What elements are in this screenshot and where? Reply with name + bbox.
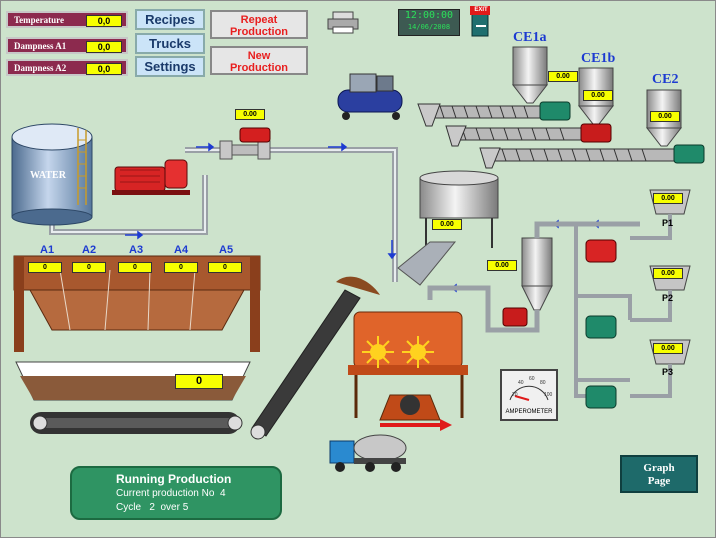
ammeter-tick: 40 [518,380,524,386]
sensor-temperature: Temperature 0,0 [6,11,128,28]
sensor-label: Dampness A2 [14,63,67,73]
cyclone-separator [427,221,640,333]
mixer-truck [329,434,407,472]
flowmeter-readout: 0.00 [235,109,265,120]
cyclone-readout: 0.00 [487,260,517,271]
graph-page-button[interactable]: Graph Page [620,455,698,493]
printer-icon[interactable] [327,11,359,34]
inclined-conveyor [250,276,380,440]
aggregate-label-a5: A5 [219,244,234,256]
p2-readout: 0.00 [653,268,683,279]
aggregate-value-a4: 0 [164,262,198,273]
cycle-line: Cycle 2 over 5 [116,502,188,513]
silo-label-p3: P3 [662,367,674,377]
ammeter-tick: 80 [540,380,546,386]
silo-label-p1: P1 [662,218,674,228]
clock-display: 12:00:00 14/06/2008 [398,9,460,36]
sensor-value: 0,0 [86,41,122,53]
new-production-button[interactable]: New Production [210,46,308,75]
graph-line2: Page [647,475,671,487]
cycle-current: 2 [149,502,155,513]
sensor-label: Dampness A1 [14,41,67,51]
current-production-line: Current production No 4 [116,488,226,499]
hopper-readout: 0.00 [432,219,462,230]
ce1a-readout: 0.00 [548,71,578,82]
ammeter-tick: 20 [512,392,518,398]
aggregate-bins [13,255,261,352]
new-production-line1: New [247,50,271,62]
aggregate-value-a2: 0 [72,262,106,273]
clock-date: 14/06/2008 [407,23,451,31]
aggregate-value-a5: 0 [208,262,242,273]
ce2-label: CE2 [652,72,679,87]
water-tank-label: WATER [30,170,66,181]
settings-button[interactable]: Settings [135,56,205,77]
sensor-value: 0,0 [86,15,122,27]
exit-icon[interactable] [470,6,490,37]
ammeter-label: AMPEROMETER [505,409,553,415]
repeat-production-line1: Repeat [240,14,278,26]
current-production-no: 4 [219,488,226,499]
repeat-production-button[interactable]: Repeat Production [210,10,308,39]
aggregate-label-a2: A2 [82,244,97,256]
aggregate-label-a3: A3 [129,244,144,256]
repeat-production-line2: Production [229,26,289,38]
flow-valve [219,127,271,160]
air-compressor [337,73,403,120]
trucks-button[interactable]: Trucks [135,33,205,54]
p3-readout: 0.00 [653,343,683,354]
concrete-mixer [348,311,468,431]
aggregate-value-a1: 0 [28,262,62,273]
screw-conveyors [417,101,705,169]
ce1b-label: CE1b [581,51,616,66]
bin-readout: 0 [175,374,223,389]
new-production-line2: Production [229,62,289,74]
ce1a-label: CE1a [513,30,547,45]
water-pump [112,159,190,195]
cycle-mid: over [160,502,180,513]
sensor-dampness-a1: Dampness A1 0,0 [6,37,128,54]
graph-line1: Graph [643,462,675,474]
production-status-panel: Running Production Current production No… [70,466,282,520]
ce1b-readout: 0.00 [583,90,613,101]
aggregate-value-a3: 0 [118,262,152,273]
aggregate-label-a4: A4 [174,244,189,256]
clock-time: 12:00:00 [404,10,454,21]
sensor-label: Temperature [14,15,64,25]
aggregate-label-a1: A1 [40,244,55,256]
sensor-value: 0,0 [86,63,122,75]
recipes-button[interactable]: Recipes [135,9,205,30]
p1-readout: 0.00 [653,193,683,204]
cycle-total: 5 [182,502,189,513]
ammeter-tick: 100 [544,392,553,398]
status-title: Running Production [116,472,232,486]
exit-label: EXIT [474,7,488,13]
weigh-belt [15,361,251,434]
ce2-readout: 0.00 [650,111,680,122]
ammeter [500,369,558,421]
silo-label-p2: P2 [662,293,674,303]
current-production-prefix: Current production No [116,488,215,499]
cycle-prefix: Cycle [116,502,142,513]
sensor-dampness-a2: Dampness A2 0,0 [6,59,128,76]
weigh-hopper [397,170,499,286]
ammeter-tick: 60 [529,376,535,382]
water-tank [11,123,93,226]
